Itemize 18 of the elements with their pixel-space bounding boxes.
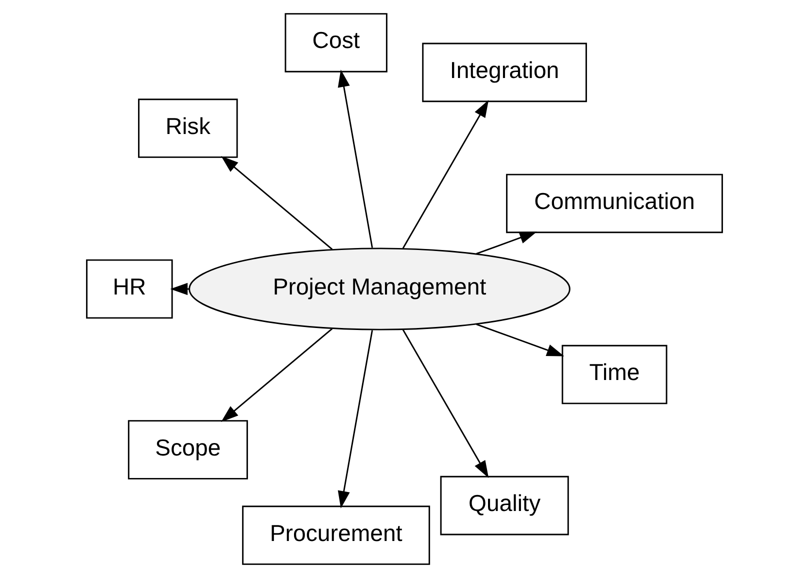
arrow bbox=[338, 70, 373, 248]
node-box: Quality bbox=[440, 476, 569, 536]
node-box: HR bbox=[86, 259, 173, 319]
node-box: Scope bbox=[128, 420, 248, 480]
node-box: Integration bbox=[422, 42, 587, 102]
node-ellipse: Project Management bbox=[188, 248, 570, 330]
node-box: Cost bbox=[284, 13, 388, 72]
node-box: Communication bbox=[506, 174, 723, 234]
node-box: Time bbox=[562, 344, 668, 404]
node-box: Procurement bbox=[242, 506, 430, 565]
arrow bbox=[402, 100, 489, 249]
arrow bbox=[221, 156, 333, 250]
arrow bbox=[476, 232, 538, 254]
arrow bbox=[221, 328, 333, 422]
node-box: Risk bbox=[138, 98, 238, 158]
arrow bbox=[402, 329, 489, 478]
arrow bbox=[338, 330, 373, 508]
arrow bbox=[476, 324, 564, 356]
